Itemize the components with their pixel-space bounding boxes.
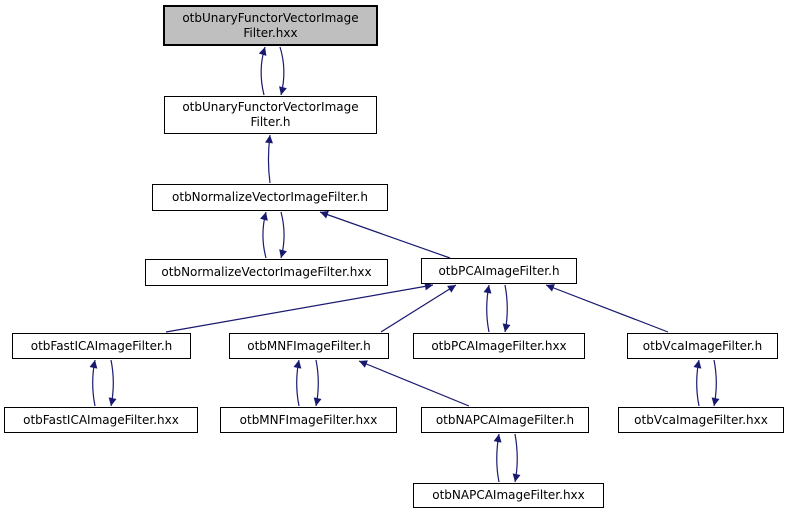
edge-normalize_h-to-normalize_hxx: [279, 211, 287, 259]
node-label: otbVcaImageFilter.hxx: [634, 412, 768, 427]
edge-mnf_h-to-mnf_hxx: [313, 359, 322, 407]
edge-unary_hxx-to-unary_h: [279, 46, 287, 96]
node-label: otbNormalizeVectorImageFilter.hxx: [161, 265, 372, 279]
node-label: otbFastICAImageFilter.hxx: [23, 412, 179, 427]
node-otbNAPCAImageFilter-h[interactable]: otbNAPCAImageFilter.h: [421, 407, 589, 433]
node-label-line: otbUnaryFunctorVectorImage: [182, 10, 359, 25]
node-label: otbMNFImageFilter.hxx: [239, 412, 378, 427]
node-otbNormalizeVectorImageFilter-h[interactable]: otbNormalizeVectorImageFilter.h: [152, 184, 388, 211]
node-label: otbVcaImageFilter.h: [642, 338, 763, 353]
edge-vca_h-to-vca_hxx: [711, 359, 720, 407]
node-label: otbNormalizeVectorImageFilter.h: [172, 190, 368, 204]
node-otbUnaryFunctorVectorImageFilter-h[interactable]: otbUnaryFunctorVectorImage Filter.h: [164, 96, 377, 134]
node-otbVcaImageFilter-h[interactable]: otbVcaImageFilter.h: [627, 333, 778, 359]
edge-mnf_hxx-to-mnf_h: [293, 359, 302, 407]
edge-normalize_h-to-unary_h: [265, 134, 273, 184]
edge-mnf_h-to-pca_h: [380, 284, 457, 333]
node-label: otbNAPCAImageFilter.hxx: [432, 488, 585, 502]
node-otbFastICAImageFilter-hxx[interactable]: otbFastICAImageFilter.hxx: [4, 407, 198, 433]
edge-vca_hxx-to-vca_h: [693, 359, 702, 407]
edge-fastica_h-to-pca_h: [165, 282, 434, 333]
node-label: otbNAPCAImageFilter.h: [435, 412, 575, 427]
edge-unary_h-to-unary_hxx: [258, 46, 267, 96]
node-otbMNFImageFilter-h[interactable]: otbMNFImageFilter.h: [229, 333, 389, 359]
node-otbPCAImageFilter-hxx[interactable]: otbPCAImageFilter.hxx: [413, 333, 585, 359]
node-label-line: Filter.hxx: [243, 25, 298, 40]
edge-vca_h-to-pca_h: [545, 284, 669, 333]
node-otbFastICAImageFilter-h[interactable]: otbFastICAImageFilter.h: [12, 333, 191, 359]
edge-pca_h-to-normalize_h: [319, 210, 451, 259]
node-label-line: otbUnaryFunctorVectorImage: [182, 100, 359, 114]
edge-napca_h-to-mnf_h: [358, 360, 470, 407]
edge-napca_hxx-to-napca_h: [493, 433, 502, 483]
node-otbNormalizeVectorImageFilter-hxx[interactable]: otbNormalizeVectorImageFilter.hxx: [145, 259, 388, 286]
node-otbUnaryFunctorVectorImageFilter-hxx[interactable]: otbUnaryFunctorVectorImage Filter.hxx: [163, 5, 378, 46]
edge-normalize_hxx-to-normalize_h: [260, 211, 268, 259]
edge-pca_h-to-pca_hxx: [502, 284, 511, 333]
node-otbPCAImageFilter-h[interactable]: otbPCAImageFilter.h: [421, 258, 577, 284]
edge-fastica_hxx-to-fastica_h: [89, 359, 98, 407]
node-label: otbPCAImageFilter.hxx: [431, 338, 567, 353]
node-label: otbFastICAImageFilter.h: [30, 338, 173, 353]
node-label-line: Filter.h: [250, 115, 291, 129]
node-otbNAPCAImageFilter-hxx[interactable]: otbNAPCAImageFilter.hxx: [413, 483, 604, 508]
edge-fastica_h-to-fastica_hxx: [108, 359, 117, 407]
node-label: otbPCAImageFilter.h: [438, 263, 560, 278]
edge-napca_h-to-napca_hxx: [512, 433, 521, 483]
edge-pca_hxx-to-pca_h: [483, 284, 492, 333]
node-otbMNFImageFilter-hxx[interactable]: otbMNFImageFilter.hxx: [220, 407, 397, 433]
node-label: otbMNFImageFilter.h: [247, 338, 371, 353]
node-otbVcaImageFilter-hxx[interactable]: otbVcaImageFilter.hxx: [618, 407, 784, 433]
